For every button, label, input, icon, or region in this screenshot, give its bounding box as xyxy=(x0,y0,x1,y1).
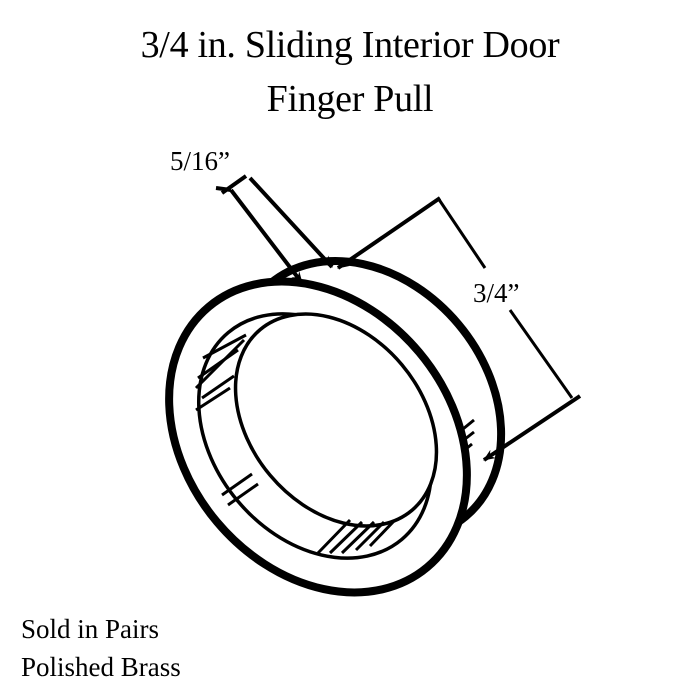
note-sold-in-pairs: Sold in Pairs xyxy=(21,614,160,644)
inner-cup xyxy=(194,312,439,555)
flange-dimension-label: 5/16” xyxy=(170,146,230,176)
note-finish: Polished Brass xyxy=(21,652,181,682)
cup-hatch xyxy=(194,333,396,555)
depth-dimension-lines xyxy=(336,196,582,462)
title-line-1: 3/4 in. Sliding Interior Door xyxy=(140,24,560,66)
depth-dimension-label: 3/4” xyxy=(473,278,520,308)
title-line-2: Finger Pull xyxy=(266,78,434,120)
flange-dimension-lines xyxy=(215,174,334,285)
